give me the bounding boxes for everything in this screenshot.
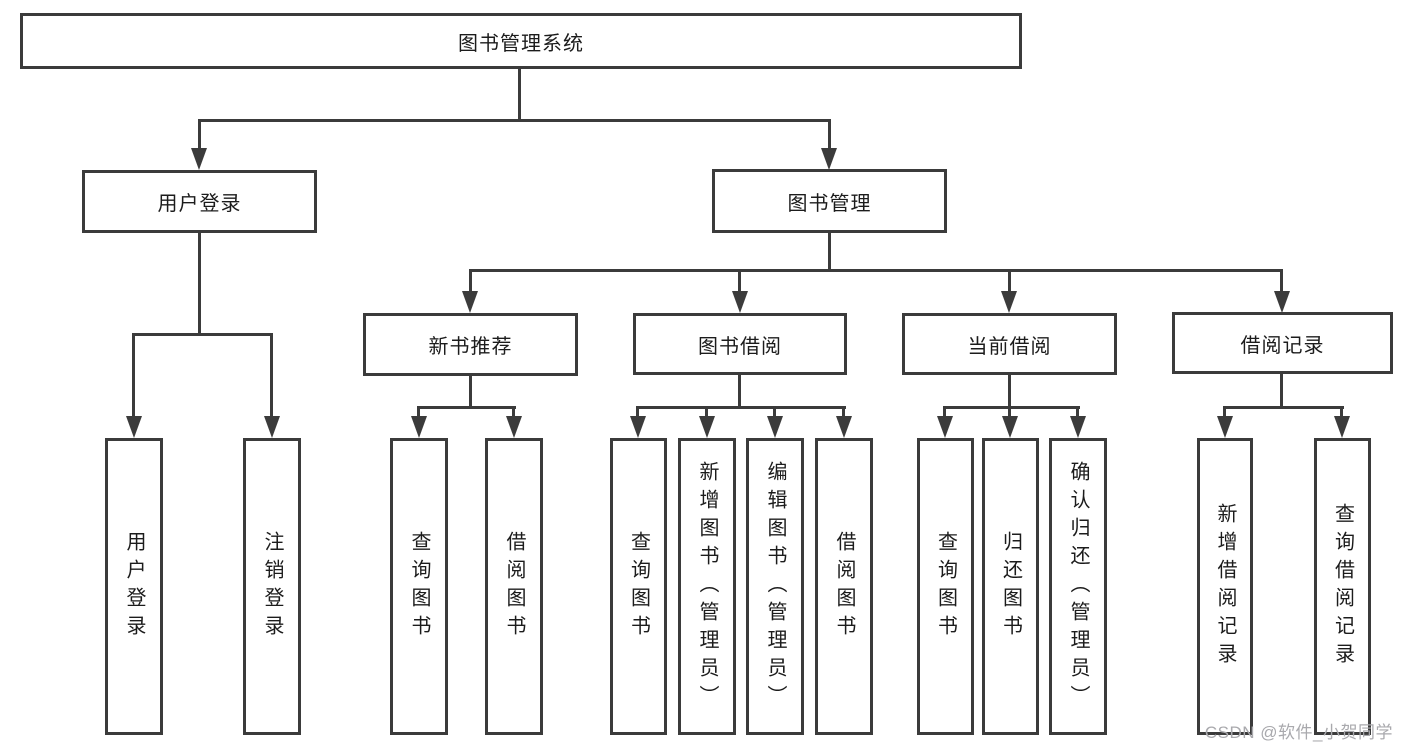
node-label: 借阅图书 xyxy=(833,530,855,643)
node-leaf-user-login: 用户登录 xyxy=(105,438,163,735)
node-label: 图书管理系统 xyxy=(458,32,584,55)
connector-line xyxy=(1008,374,1011,408)
connector-line xyxy=(469,269,472,295)
arrowhead-icon xyxy=(1002,416,1018,438)
arrowhead-icon xyxy=(821,148,837,170)
node-user-login: 用户登录 xyxy=(82,170,317,233)
node-label: 用户登录 xyxy=(123,530,145,643)
arrowhead-icon xyxy=(1217,416,1233,438)
arrowhead-icon xyxy=(462,291,478,313)
arrowhead-icon xyxy=(506,416,522,438)
connector-line xyxy=(132,333,273,336)
connector-line xyxy=(828,119,831,150)
node-leaf-confirm-return-admin: 确认归还（管理员） xyxy=(1049,438,1107,735)
connector-line xyxy=(636,406,639,418)
arrowhead-icon xyxy=(630,416,646,438)
node-label: 当前借阅 xyxy=(967,335,1052,358)
connector-line xyxy=(738,269,741,295)
node-label: 新增图书（管理员） xyxy=(696,460,718,713)
arrowhead-icon xyxy=(937,416,953,438)
node-leaf-borrow-books: 借阅图书 xyxy=(815,438,873,735)
connector-line xyxy=(417,406,516,409)
node-leaf-borrow-books-recommend: 借阅图书 xyxy=(485,438,543,735)
node-label: 借阅记录 xyxy=(1240,334,1325,357)
connector-line xyxy=(512,406,515,418)
arrowhead-icon xyxy=(732,291,748,313)
node-library-management-system: 图书管理系统 xyxy=(20,13,1022,69)
node-leaf-add-books-admin: 新增图书（管理员） xyxy=(678,438,736,735)
node-label: 用户登录 xyxy=(157,193,242,215)
node-label: 图书借阅 xyxy=(698,335,782,358)
connector-line xyxy=(1280,374,1283,408)
connector-line xyxy=(469,269,1283,272)
connector-line xyxy=(705,406,708,418)
node-leaf-logout: 注销登录 xyxy=(243,438,301,735)
node-label: 归还图书 xyxy=(999,530,1022,643)
node-leaf-add-borrow-record: 新增借阅记录 xyxy=(1197,438,1253,735)
node-label: 注销登录 xyxy=(261,530,283,643)
connector-line xyxy=(943,406,946,418)
arrowhead-icon xyxy=(1070,416,1086,438)
connector-line xyxy=(773,406,776,418)
arrowhead-icon xyxy=(1001,291,1017,313)
arrowhead-icon xyxy=(191,148,207,170)
node-borrowing-records: 借阅记录 xyxy=(1172,312,1393,374)
connector-line xyxy=(1340,406,1343,418)
arrowhead-icon xyxy=(1274,291,1290,313)
node-current-borrowing: 当前借阅 xyxy=(902,313,1117,375)
connector-line xyxy=(1223,406,1344,409)
arrowhead-icon xyxy=(836,416,852,438)
connector-line xyxy=(1280,269,1283,295)
node-label: 编辑图书（管理员） xyxy=(764,460,786,713)
node-new-book-recommend: 新书推荐 xyxy=(363,313,578,376)
arrowhead-icon xyxy=(767,416,783,438)
connector-line xyxy=(943,406,1080,409)
node-label: 查询图书 xyxy=(408,530,430,643)
connector-line xyxy=(198,119,201,150)
connector-line xyxy=(828,233,831,272)
node-leaf-query-books-borrowing: 查询图书 xyxy=(610,438,667,735)
connector-line xyxy=(469,376,472,408)
node-label: 查询借阅记录 xyxy=(1331,502,1354,671)
node-leaf-query-borrow-record: 查询借阅记录 xyxy=(1314,438,1371,735)
connector-line xyxy=(1008,269,1011,295)
connector-line xyxy=(417,406,420,418)
node-leaf-query-books-recommend: 查询图书 xyxy=(390,438,448,735)
arrowhead-icon xyxy=(411,416,427,438)
connector-line xyxy=(198,119,831,122)
connector-line xyxy=(1076,406,1079,418)
connector-line xyxy=(842,406,845,418)
node-book-management: 图书管理 xyxy=(712,169,947,233)
node-label: 查询图书 xyxy=(934,530,957,643)
arrowhead-icon xyxy=(126,416,142,438)
connector-line xyxy=(198,233,201,336)
node-leaf-query-books-current: 查询图书 xyxy=(917,438,974,735)
node-leaf-edit-books-admin: 编辑图书（管理员） xyxy=(746,438,804,735)
node-label: 确认归还（管理员） xyxy=(1067,460,1089,713)
connector-line xyxy=(1223,406,1226,418)
node-label: 借阅图书 xyxy=(503,530,525,643)
node-book-borrowing: 图书借阅 xyxy=(633,313,847,375)
arrowhead-icon xyxy=(699,416,715,438)
node-label: 图书管理 xyxy=(787,192,872,215)
node-label: 新书推荐 xyxy=(428,336,513,358)
connector-line xyxy=(132,333,135,418)
node-leaf-return-books: 归还图书 xyxy=(982,438,1039,735)
node-label: 查询图书 xyxy=(627,530,650,643)
connector-line xyxy=(518,69,521,120)
arrowhead-icon xyxy=(1334,416,1350,438)
connector-line xyxy=(1008,406,1011,418)
connector-line xyxy=(636,406,846,409)
node-label: 新增借阅记录 xyxy=(1214,502,1236,671)
connector-line xyxy=(738,375,741,408)
arrowhead-icon xyxy=(264,416,280,438)
connector-line xyxy=(270,333,273,418)
